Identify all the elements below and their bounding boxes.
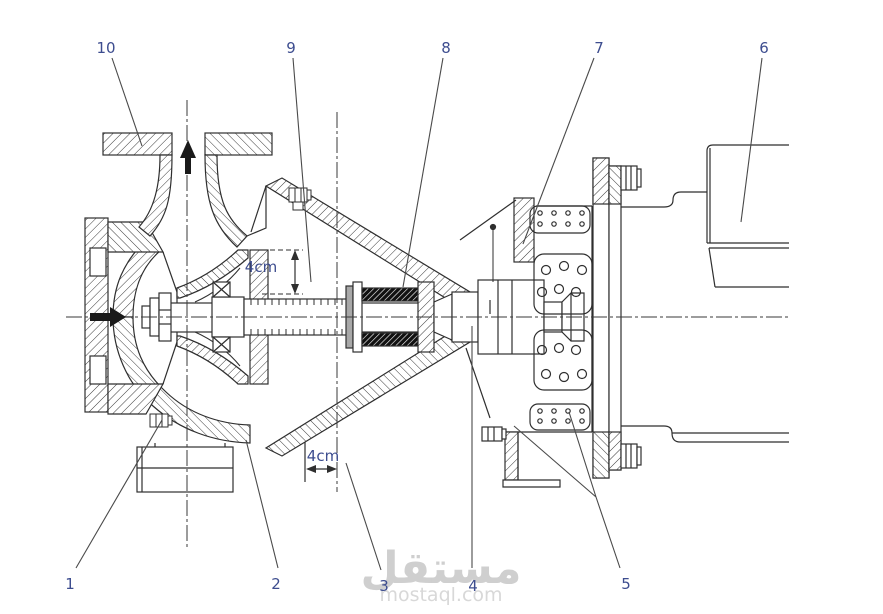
discharge-nozzle — [138, 154, 248, 248]
leader-8 — [402, 57, 444, 288]
motor-body — [672, 144, 789, 434]
leader-6 — [740, 57, 763, 223]
bearing-bracket — [459, 199, 593, 433]
callout-label-9: 9 — [286, 39, 296, 57]
leader-9 — [292, 57, 312, 283]
callout-label-1: 1 — [65, 575, 75, 593]
vent-louver-top — [529, 205, 591, 234]
support-foot — [481, 426, 561, 488]
leader-1 — [75, 419, 163, 569]
dimension-top: 4cm — [245, 249, 303, 295]
callout-label-2: 2 — [271, 575, 281, 593]
dimension-bottom: 4cm — [304, 442, 339, 482]
casing-bolt-top — [288, 187, 312, 211]
leader-10 — [111, 57, 143, 147]
casing-cover — [264, 177, 535, 457]
dimension-top-label: 4cm — [245, 258, 277, 276]
watermark-arabic-text: مستقل — [361, 543, 522, 594]
flange-bolt-bottom — [620, 443, 642, 469]
callout-label-8: 8 — [441, 39, 451, 57]
callout-label-5: 5 — [621, 575, 631, 593]
callout-label-3: 3 — [379, 577, 389, 595]
vent-louver-bottom — [529, 403, 591, 431]
vent-window-upper — [533, 253, 593, 315]
watermark: مستقل mostaql.com — [361, 543, 522, 606]
callout-label-6: 6 — [759, 39, 769, 57]
callout-label-4: 4 — [468, 577, 478, 595]
casing-foot — [136, 446, 234, 493]
watermark-domain-text: mostaql.com — [379, 584, 502, 606]
callout-label-10: 10 — [96, 39, 115, 57]
dimension-bottom-label: 4cm — [307, 447, 339, 465]
volute-casing — [112, 185, 267, 447]
discharge-flange — [102, 132, 273, 156]
vent-window-lower — [533, 329, 593, 391]
leader-7 — [522, 57, 595, 245]
drain-plug-bolt — [149, 413, 173, 428]
inlet-flow-arrow — [90, 307, 126, 327]
callout-label-7: 7 — [594, 39, 604, 57]
flange-bolt-top — [620, 165, 642, 191]
discharge-flow-arrow — [180, 140, 196, 174]
leader-5 — [513, 411, 621, 569]
leader-2 — [245, 439, 279, 569]
callout-labels: 10 9 8 7 6 1 2 3 4 5 — [65, 39, 769, 595]
centerlines — [66, 100, 789, 547]
motor-flange — [592, 157, 642, 479]
callout-leaders — [75, 57, 763, 571]
leader-3 — [345, 462, 382, 571]
